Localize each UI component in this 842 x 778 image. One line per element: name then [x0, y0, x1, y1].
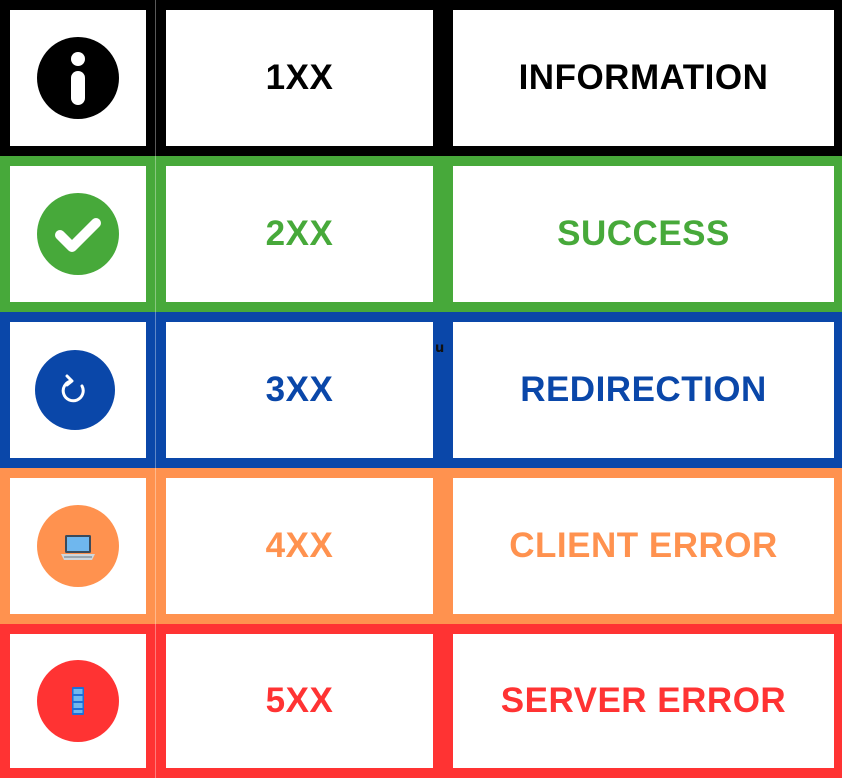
status-row-5xx: 5XX SERVER ERROR — [0, 624, 842, 778]
status-name-cell: SUCCESS — [453, 166, 834, 302]
checkmark-icon — [37, 193, 119, 275]
icon-cell — [10, 322, 146, 458]
info-icon — [37, 37, 119, 119]
status-name-label: SUCCESS — [557, 214, 730, 253]
refresh-arrow-icon — [35, 350, 115, 430]
status-name-cell: CLIENT ERROR — [453, 478, 834, 614]
icon-cell — [10, 634, 146, 768]
status-code-label: 4XX — [265, 526, 334, 565]
status-code-label: 2XX — [265, 214, 334, 253]
status-code-cell: 3XX — [166, 322, 433, 458]
status-name-label: INFORMATION — [518, 58, 769, 97]
status-code-label: 3XX — [265, 370, 334, 409]
status-row-4xx: 4XX CLIENT ERROR — [0, 468, 842, 624]
stray-mark: u — [435, 341, 445, 356]
status-name-cell: REDIRECTION — [453, 322, 834, 458]
status-code-label: 1XX — [265, 58, 334, 97]
status-code-cell: 5XX — [166, 634, 433, 768]
status-row-1xx: 1XX INFORMATION — [0, 0, 842, 156]
icon-cell — [10, 166, 146, 302]
status-code-cell: 4XX — [166, 478, 433, 614]
status-code-label: 5XX — [265, 681, 334, 720]
status-code-cell: 1XX — [166, 10, 433, 146]
column-divider — [155, 0, 156, 778]
status-row-2xx: 2XX SUCCESS — [0, 156, 842, 312]
status-name-label: SERVER ERROR — [500, 681, 787, 720]
status-name-label: CLIENT ERROR — [509, 526, 778, 565]
icon-cell — [10, 478, 146, 614]
status-name-label: REDIRECTION — [520, 370, 767, 409]
icon-cell — [10, 10, 146, 146]
status-name-cell: INFORMATION — [453, 10, 834, 146]
status-name-cell: SERVER ERROR — [453, 634, 834, 768]
server-icon — [37, 660, 119, 742]
status-code-cell: 2XX — [166, 166, 433, 302]
laptop-icon — [37, 505, 119, 587]
status-row-3xx: 3XX REDIRECTION — [0, 312, 842, 468]
